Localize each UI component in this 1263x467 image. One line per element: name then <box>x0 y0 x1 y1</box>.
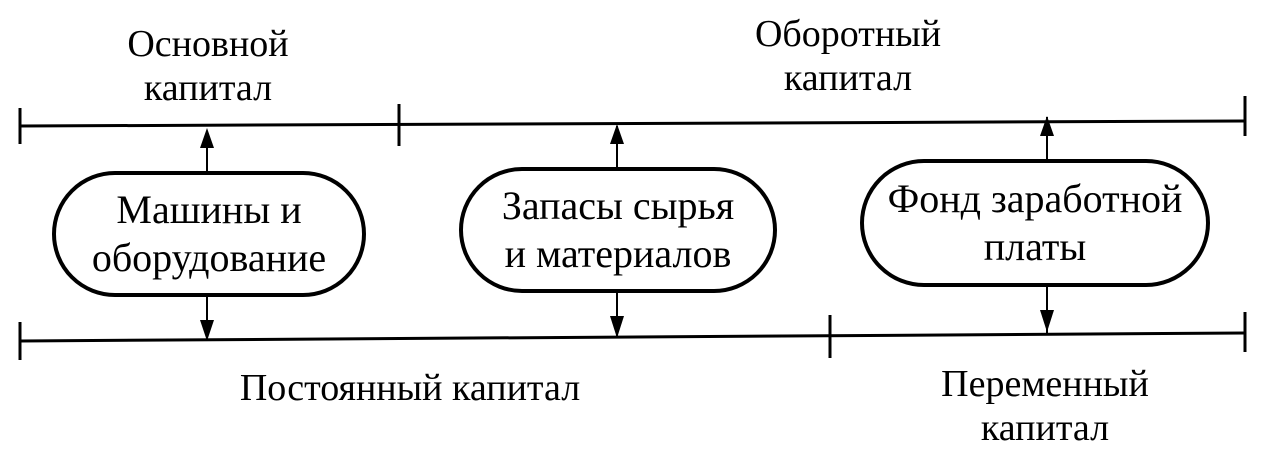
node-materials-line2: и материалов <box>504 231 732 276</box>
node-machines-line2: оборудование <box>91 235 327 280</box>
label-working-capital: Оборотный капитал <box>720 12 976 100</box>
label-variable-capital-line2: капитал <box>980 407 1110 449</box>
label-working-capital-line2: капитал <box>783 57 913 99</box>
label-fixed-capital-line2: капитал <box>143 67 273 109</box>
label-constant-capital: Постоянный капитал <box>180 366 640 410</box>
node-wages-line2: платы <box>983 224 1087 269</box>
top-scale-line <box>18 96 1247 146</box>
bottom-scale-line <box>18 312 1247 360</box>
label-constant-capital-line1: Постоянный капитал <box>239 367 581 409</box>
label-fixed-capital: Основной капитал <box>90 22 326 110</box>
label-variable-capital: Переменный капитал <box>900 362 1190 450</box>
node-wage-fund: Фонд заработной платы <box>860 159 1210 287</box>
label-variable-capital-line1: Переменный <box>941 363 1149 405</box>
node-raw-materials-stock: Запасы сырья и материалов <box>459 167 777 293</box>
arrow-wages-down <box>1040 285 1054 333</box>
label-working-capital-line1: Оборотный <box>754 13 942 55</box>
node-machines-line1: Машины и <box>116 187 302 232</box>
node-machines-and-equipment: Машины и оборудование <box>52 171 366 297</box>
arrow-machines-up <box>200 128 214 172</box>
arrow-machines-down <box>200 296 214 341</box>
arrow-materials-down <box>610 292 624 338</box>
label-fixed-capital-line1: Основной <box>127 23 289 65</box>
node-materials-line1: Запасы сырья <box>501 183 735 228</box>
node-wages-line1: Фонд заработной <box>887 176 1183 221</box>
arrow-materials-up <box>610 124 624 168</box>
arrow-wages-up <box>1040 116 1054 160</box>
